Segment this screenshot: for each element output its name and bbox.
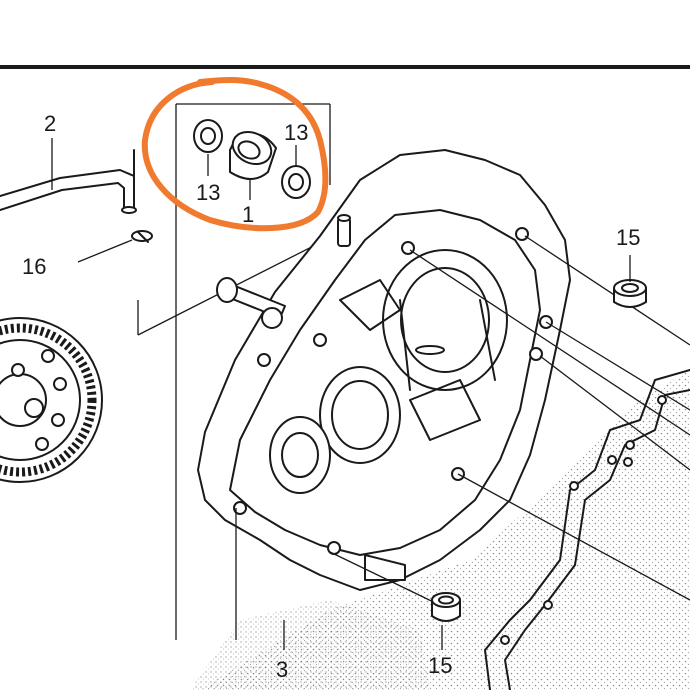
assembly-line-1 [409,249,690,436]
part-13-seal-left [193,119,223,153]
gasket-stipple [200,370,690,690]
callout-16: 16 [22,254,46,279]
assembly-line-4 [457,473,690,601]
part-13-seal-right [281,165,311,199]
floor-stipple [190,600,430,690]
assembly-line-3 [545,321,690,411]
callout-1: 1 [242,202,254,227]
callout-13-top: 13 [284,120,308,145]
assembly-line-5 [539,355,690,471]
callout-13-bottom: 13 [196,180,220,205]
assembly-line-7 [329,551,451,611]
part-3-case-cover [197,149,571,591]
part-15-bottom-dowel [431,592,461,622]
part-1-sleeve [229,130,277,180]
callout-15-top: 15 [616,225,640,250]
gasket-part [484,369,690,690]
part-16-clip [131,230,153,243]
detail-frame [175,103,331,640]
callout-2: 2 [44,111,56,136]
leader-16 [77,239,133,263]
part-15-top-dowel [613,279,647,308]
assembly-line-2 [524,235,690,346]
callout-3: 3 [276,657,288,682]
gear-part [0,317,103,483]
part-2-rod [0,149,137,214]
highlight-circle [141,77,329,232]
callout-15-bottom: 15 [428,653,452,678]
shaft-pin [216,277,286,329]
